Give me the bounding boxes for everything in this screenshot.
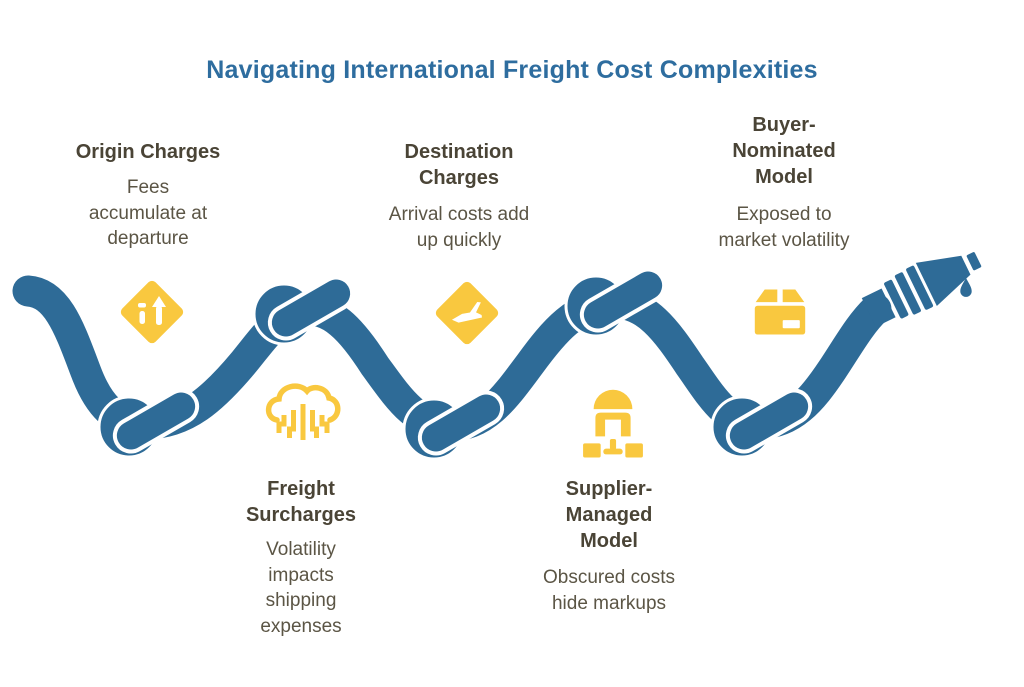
droplet-icon xyxy=(960,278,972,297)
section-heading: Destination Charges xyxy=(404,141,514,189)
nozzle-icon xyxy=(861,252,982,327)
rope-knot xyxy=(109,385,203,458)
section-heading: Freight Surcharges xyxy=(245,478,357,526)
section-destination-charges: Destination Charges Arrival costs add up… xyxy=(357,139,561,253)
package-icon xyxy=(754,289,806,335)
cloud-circuit-icon xyxy=(265,383,341,440)
rope-knot xyxy=(722,385,816,458)
section-freight-surcharges: Freight Surcharges Volatility impacts sh… xyxy=(206,476,396,639)
section-body: Fees accumulate at departure xyxy=(88,177,208,249)
org-network-icon xyxy=(583,389,643,458)
plane-sign-icon xyxy=(435,281,499,345)
section-supplier-managed-model: Supplier- Managed Model Obscured costs h… xyxy=(510,476,708,616)
section-heading: Buyer- Nominated Model xyxy=(732,114,836,188)
section-body: Exposed to market volatility xyxy=(718,204,850,251)
section-origin-charges: Origin Charges Fees accumulate at depart… xyxy=(36,139,260,252)
section-heading: Origin Charges xyxy=(75,141,221,163)
section-body: Volatility impacts shipping expenses xyxy=(260,539,342,637)
page-title: Navigating International Freight Cost Co… xyxy=(206,56,818,84)
section-body: Arrival costs add up quickly xyxy=(388,204,530,251)
merge-sign-icon xyxy=(120,280,184,344)
section-heading: Supplier- Managed Model xyxy=(565,478,653,552)
rope-knot xyxy=(414,387,508,460)
section-body: Obscured costs hide markups xyxy=(543,567,675,614)
section-buyer-nominated-model: Buyer- Nominated Model Exposed to market… xyxy=(682,112,886,253)
